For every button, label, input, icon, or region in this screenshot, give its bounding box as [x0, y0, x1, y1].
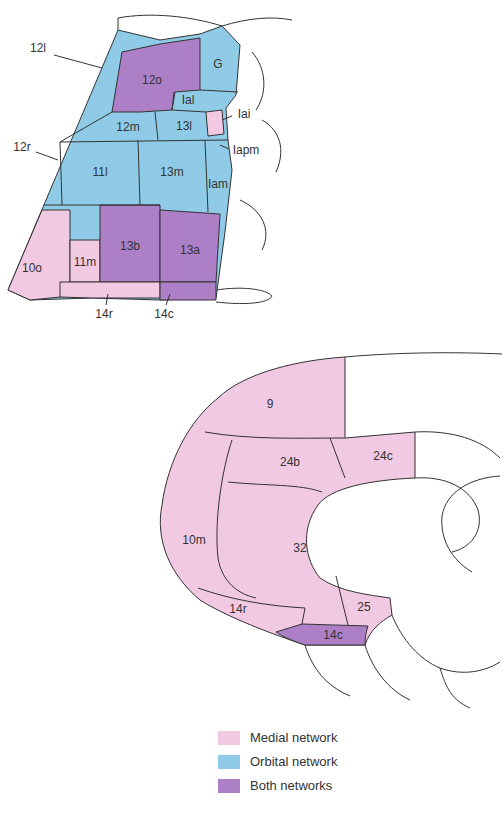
- legend-text: Both networks: [250, 778, 332, 794]
- region-label: 10o: [22, 261, 42, 275]
- region-label: Ial: [182, 93, 195, 107]
- region-label: 11m: [74, 255, 96, 269]
- region-label: 9: [267, 397, 274, 411]
- legend-text: Orbital network: [250, 754, 337, 770]
- region-label: 24c: [373, 449, 392, 463]
- region-label: 12o: [142, 73, 162, 87]
- region-label: 13m: [160, 165, 183, 179]
- region-label: 11l: [92, 165, 107, 179]
- region-label: 12l: [30, 41, 46, 55]
- region-label: 14c: [154, 307, 173, 321]
- region-label: 10m: [182, 533, 205, 547]
- legend-swatch: [218, 731, 240, 745]
- region-label: Iapm: [233, 143, 260, 157]
- region-label: 24b: [280, 455, 300, 469]
- region-label: 13b: [120, 239, 140, 253]
- region-label: 14r: [95, 307, 112, 321]
- region-label: Iai: [238, 107, 251, 121]
- legend-swatch: [218, 755, 240, 769]
- region-label: 13a: [180, 243, 200, 257]
- region-label: 12r: [13, 140, 30, 154]
- region-label: 13l: [176, 119, 192, 133]
- region-label: G: [213, 57, 222, 71]
- region-label: 32: [293, 541, 306, 555]
- region-label: 12m: [116, 120, 139, 134]
- region-label: 14c: [323, 628, 342, 642]
- region-label: 25: [357, 600, 370, 614]
- region-label: Iam: [208, 177, 228, 191]
- legend-swatch: [218, 779, 240, 793]
- region-label: 14r: [229, 602, 246, 616]
- legend-text: Medial network: [250, 730, 337, 746]
